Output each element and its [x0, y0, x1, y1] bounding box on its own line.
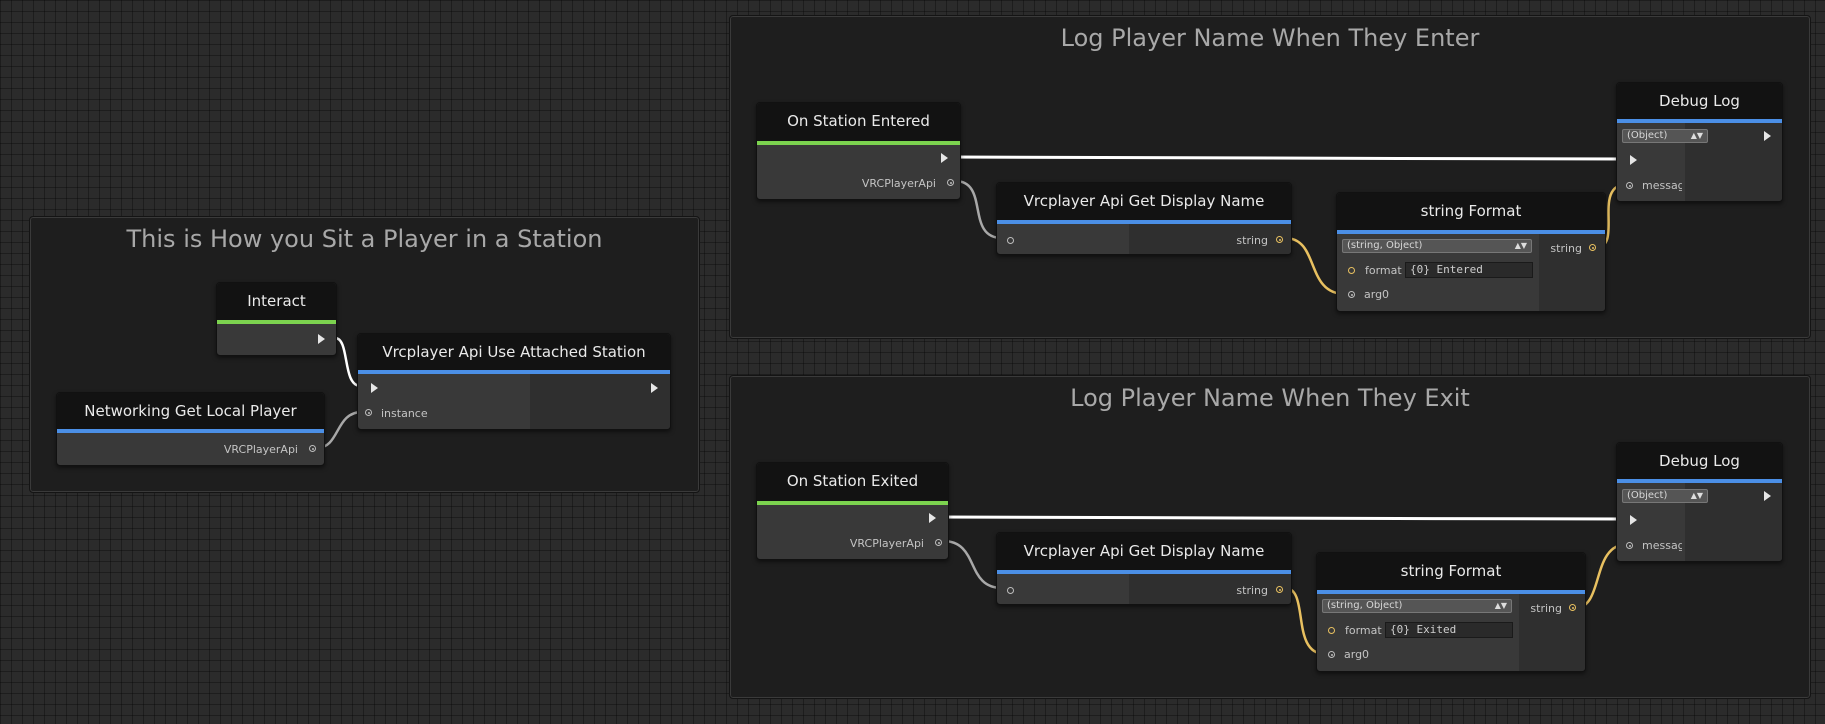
node-title: Networking Get Local Player [84, 402, 297, 420]
string-out-port[interactable] [1589, 244, 1596, 251]
node-debug-log[interactable]: Debug Log (Object)▲▼ message [1616, 82, 1783, 202]
node-on-station-entered[interactable]: On Station Entered VRCPlayerApi [756, 102, 961, 200]
node-title: string Format [1400, 562, 1502, 580]
output-label: string [1236, 234, 1268, 247]
output-label: VRCPlayerApi [861, 177, 936, 190]
vrcplayerapi-out-port[interactable] [935, 539, 942, 546]
node-title: Vrcplayer Api Use Attached Station [382, 343, 646, 361]
method-bar [997, 570, 1291, 574]
flow-out-port[interactable] [318, 334, 325, 344]
message-label: message [1642, 179, 1682, 192]
method-bar [358, 370, 670, 374]
node-title: On Station Exited [786, 472, 919, 490]
flow-out-port[interactable] [651, 383, 658, 393]
flow-out-port[interactable] [929, 513, 936, 523]
group-title: Log Player Name When They Enter [1060, 24, 1480, 52]
node-title: On Station Entered [787, 112, 930, 130]
node-title: Vrcplayer Api Get Display Name [1023, 542, 1265, 560]
method-bar [997, 220, 1291, 224]
message-in-port[interactable] [1626, 542, 1633, 549]
format-in-port[interactable] [1328, 627, 1335, 634]
node-use-attached-station[interactable]: Vrcplayer Api Use Attached Station insta… [357, 333, 671, 430]
overload-dropdown[interactable]: (string, Object)▲▼ [1342, 239, 1532, 253]
node-string-format[interactable]: string Format (string, Object)▲▼ format … [1316, 552, 1586, 672]
format-label: format [1345, 624, 1382, 637]
flow-in-port[interactable] [1630, 515, 1637, 525]
output-label: string [1530, 602, 1562, 615]
vrcplayerapi-out-port[interactable] [309, 445, 316, 452]
instance-in-port[interactable] [365, 409, 372, 416]
method-bar [1317, 590, 1585, 594]
group-title: This is How you Sit a Player in a Statio… [126, 225, 603, 253]
arg0-label: arg0 [1344, 648, 1370, 661]
overload-dropdown[interactable]: (Object)▲▼ [1622, 129, 1708, 143]
format-input[interactable]: {0} Entered [1405, 262, 1533, 278]
format-in-port[interactable] [1348, 267, 1355, 274]
group-title: Log Player Name When They Exit [1070, 384, 1470, 412]
method-bar [1617, 119, 1782, 123]
string-out-port[interactable] [1569, 604, 1576, 611]
string-out-port[interactable] [1276, 586, 1283, 593]
event-bar [217, 320, 336, 324]
node-title: Debug Log [1659, 92, 1740, 110]
instance-in-port[interactable] [1007, 587, 1014, 594]
instance-in-port[interactable] [1007, 237, 1014, 244]
arg0-label: arg0 [1364, 288, 1390, 301]
method-bar [1617, 479, 1782, 483]
event-bar [757, 141, 960, 145]
output-label: VRCPlayerApi [849, 537, 924, 550]
format-input[interactable]: {0} Exited [1385, 622, 1513, 638]
method-bar [1337, 230, 1605, 234]
format-label: format [1365, 264, 1402, 277]
flow-in-port[interactable] [1630, 155, 1637, 165]
message-in-port[interactable] [1626, 182, 1633, 189]
arg0-in-port[interactable] [1348, 291, 1355, 298]
overload-dropdown[interactable]: (string, Object)▲▼ [1322, 599, 1512, 613]
message-label: message [1642, 539, 1682, 552]
node-title: string Format [1420, 202, 1522, 220]
node-on-station-exited[interactable]: On Station Exited VRCPlayerApi [756, 462, 949, 560]
node-get-local-player[interactable]: Networking Get Local Player VRCPlayerApi [56, 392, 325, 466]
vrcplayerapi-out-port[interactable] [947, 179, 954, 186]
flow-out-port[interactable] [1764, 491, 1771, 501]
node-get-display-name[interactable]: Vrcplayer Api Get Display Name string [996, 532, 1292, 605]
node-title: Interact [247, 292, 306, 310]
method-bar [57, 429, 324, 433]
event-bar [757, 501, 948, 505]
node-get-display-name[interactable]: Vrcplayer Api Get Display Name string [996, 182, 1292, 255]
output-label: string [1550, 242, 1582, 255]
node-title: Vrcplayer Api Get Display Name [1023, 192, 1265, 210]
arg0-in-port[interactable] [1328, 651, 1335, 658]
output-label: string [1236, 584, 1268, 597]
flow-in-port[interactable] [371, 383, 378, 393]
flow-out-port[interactable] [1764, 131, 1771, 141]
node-title: Debug Log [1659, 452, 1740, 470]
node-debug-log[interactable]: Debug Log (Object)▲▼ message [1616, 442, 1783, 562]
instance-label: instance [381, 407, 428, 420]
string-out-port[interactable] [1276, 236, 1283, 243]
flow-out-port[interactable] [941, 153, 948, 163]
overload-dropdown[interactable]: (Object)▲▼ [1622, 489, 1708, 503]
node-interact[interactable]: Interact [216, 282, 337, 356]
node-string-format[interactable]: string Format (string, Object)▲▼ format … [1336, 192, 1606, 312]
output-label: VRCPlayerApi [223, 443, 298, 456]
